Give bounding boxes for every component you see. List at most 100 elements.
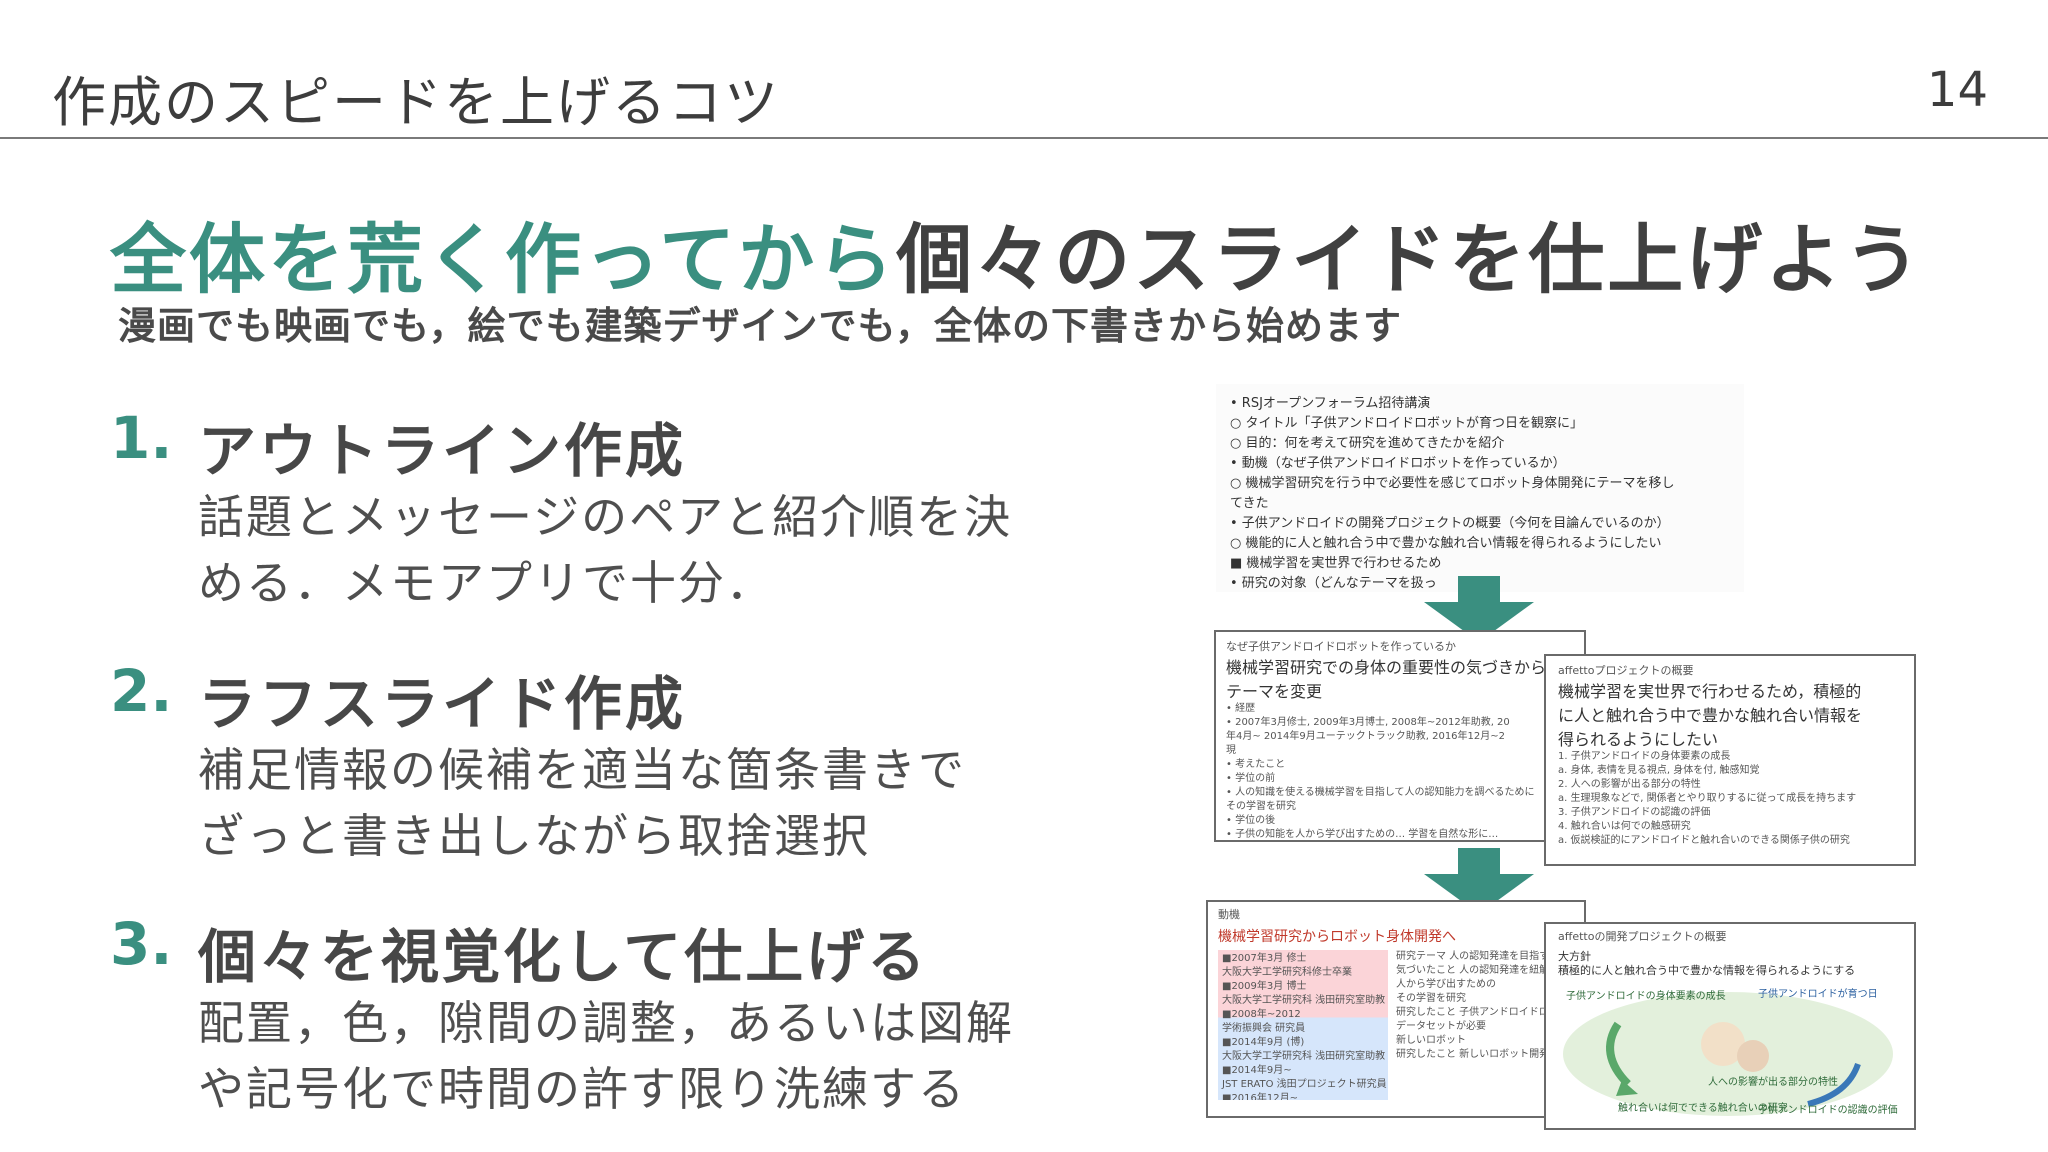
thumb-line: 研究したこと 子供アンドロイドロボット: [1396, 1007, 1566, 1018]
thumb-line: 4. 触れ合いは何での触感研究: [1558, 821, 1691, 832]
step-number: 1.: [110, 404, 173, 472]
outline-lines: • RSJオープンフォーラム招待講演 ○ タイトル「子供アンドロイドロボットが育…: [1216, 384, 1744, 592]
thumb-line: ■2009年3月 博士: [1222, 981, 1307, 992]
thumb-items: • 経歴 • 2007年3月修士, 2009年3月博士, 2008年~2012年…: [1226, 702, 1574, 840]
step-number: 3.: [110, 910, 173, 978]
thumb-title: 機械学習研究からロボット身体開発へ: [1218, 929, 1456, 945]
diagram-graphic: [1563, 992, 1893, 1116]
thumb-line: a. 仮説検証的にアンドロイドと触れ合いのできる関係子供の研究: [1558, 835, 1850, 846]
thumb-line: a. 身体, 表情を見る視点, 身体を付, 触感知覚: [1558, 765, 1760, 776]
thumb-title: 機械学習研究での身体の重要性の気づきから: [1226, 658, 1547, 677]
step-description: 話題とメッセージのペアと紹介順を決 める．メモアプリで十分．: [198, 484, 1098, 616]
thumb-line: ○ 機械学習研究を行う中で必要性を感じてロボット身体開発にテーマを移し: [1230, 476, 1675, 491]
thumb-line: 研究したこと 新しいロボット開発方向性: [1396, 1049, 1566, 1060]
thumb-line: 1. 子供アンドロイドの身体要素の成長: [1558, 751, 1731, 762]
thumb-line: てきた: [1230, 496, 1269, 511]
thumb-line: その学習を研究: [1226, 801, 1296, 812]
thumb-line: • 2007年3月修士, 2009年3月博士, 2008年~2012年助教, 2…: [1226, 717, 1510, 728]
thumb-line: ■2007年3月 修士: [1222, 953, 1307, 964]
arrow-down-icon: [1424, 576, 1534, 642]
header-title: 作成のスピードを上げるコツ: [52, 71, 780, 134]
thumb-title: 大方針: [1558, 950, 1591, 963]
diagram-note: 子供アンドロイドの身体要素の成長: [1566, 991, 1726, 1002]
thumb-line: • RSJオープンフォーラム招待講演: [1230, 396, 1431, 411]
page-number: 14: [1926, 62, 1988, 118]
step-description-line: や記号化で時間の許す限り洗練する: [198, 1062, 966, 1116]
header-divider: [0, 137, 2048, 139]
diagram-note: 子供アンドロイドが育つ日: [1758, 989, 1878, 1000]
thumb-line: • 動機（なぜ子供アンドロイドロボットを作っているか）: [1230, 456, 1566, 471]
thumb-heading: affettoプロジェクトの概要: [1558, 664, 1694, 677]
thumb-heading: なぜ子供アンドロイドロボットを作っているか: [1226, 640, 1457, 653]
thumb-line: 3. 子供アンドロイドの認識の評価: [1558, 807, 1711, 818]
thumb-title: テーマを変更: [1226, 682, 1323, 701]
notes-panel: 研究テーマ 人の認知発達を目指す機械学習気づいたこと 人の認知発達を紐解く鍵 人…: [1396, 950, 1566, 1100]
thumb-line: 大阪大学工学研究科 浅田研究室助教: [1222, 995, 1386, 1006]
thumb-title: 得られるようにしたい: [1558, 730, 1719, 749]
step-description-line: める．メモアプリで十分．: [198, 556, 774, 610]
subheadline: 漫画でも映画でも，絵でも建築デザインでも，全体の下書きから始めます: [118, 304, 1402, 348]
rough-slide-thumbnail-1: なぜ子供アンドロイドロボットを作っているか 機械学習研究での身体の重要性の気づき…: [1214, 630, 1586, 842]
thumb-line: ■2014年9月~: [1222, 1065, 1292, 1076]
thumb-line: 新しいロボット: [1396, 1035, 1466, 1046]
thumb-line: 現: [1226, 745, 1236, 756]
step-title: アウトライン作成: [198, 417, 687, 485]
step-description: 補足情報の候補を適当な箇条書きで ざっと書き出しながら取捨選択: [198, 737, 1098, 869]
thumb-heading: 動機: [1218, 908, 1240, 921]
thumb-items: 1. 子供アンドロイドの身体要素の成長 a. 身体, 表情を見る視点, 身体を付…: [1558, 750, 1902, 848]
thumb-line: ■2016年12月~: [1222, 1093, 1299, 1100]
thumb-line: その学習を研究: [1396, 993, 1466, 1004]
step-description-line: ざっと書き出しながら取捨選択: [198, 809, 870, 863]
arrow-down-icon: [1424, 848, 1534, 914]
thumb-title: 機械学習を実世界で行わせるため，積極的: [1558, 682, 1862, 701]
thumb-line: 人から学び出すための: [1396, 979, 1496, 990]
thumb-line: 年4月~ 2014年9月ユーテックトラック助教, 2016年12月~2: [1226, 731, 1506, 742]
diagram-notes: 子供アンドロイドの身体要素の成長触れ合いは何でできる触れ合いの研究子供アンドロイ…: [1558, 984, 1902, 1124]
thumb-line: ○ 目的：何を考えて研究を進めてきたかを紹介: [1230, 436, 1505, 451]
step-description-line: 話題とメッセージのペアと紹介順を決: [198, 490, 1013, 544]
step-title: 個々を視覚化して仕上げる: [198, 923, 929, 991]
thumb-line: 学術振興会 研究員: [1222, 1023, 1306, 1034]
thumb-line: a. 生理現象などで, 関係者とやり取りするに従って成長を持ちます: [1558, 793, 1857, 804]
thumb-heading: affettoの開発プロジェクトの概要: [1558, 930, 1727, 943]
thumb-line: 2. 人への影響が出る部分の特性: [1558, 779, 1701, 790]
thumb-line: データセットが必要: [1396, 1021, 1486, 1032]
headline-accent: 全体を荒く作ってから: [110, 215, 897, 304]
thumb-line: • 経歴: [1226, 703, 1256, 714]
step-title: ラフスライド作成: [198, 670, 687, 738]
thumb-line: • 学位の前: [1226, 773, 1276, 784]
thumb-line: 大阪大学工学研究科 浅田研究室助教: [1222, 1051, 1386, 1062]
rough-slide-thumbnail-2: affettoプロジェクトの概要 機械学習を実世界で行わせるため，積極的 に人と…: [1544, 654, 1916, 866]
thumb-line: • 人の知識を使える機械学習を目指して人の認知能力を調べるために: [1226, 787, 1535, 798]
diagram-note: 触れ合いは何でできる触れ合いの研究: [1618, 1103, 1788, 1114]
final-slide-thumbnail-1: 動機 機械学習研究からロボット身体開発へ ■2007年3月 修士 大阪大学工学研…: [1206, 900, 1586, 1118]
thumb-title: に人と触れ合う中で豊かな触れ合い情報を: [1558, 706, 1863, 725]
thumb-line: ○ 機能的に人と触れ合う中で豊かな触れ合い情報を得られるようにしたい: [1230, 536, 1662, 551]
step-description-line: 配置，色，隙間の調整，あるいは図解: [198, 996, 1014, 1050]
thumb-line: • 学位の後: [1226, 815, 1276, 826]
thumb-body: ■2007年3月 修士 大阪大学工学研究科修士卒業 ■2009年3月 博士 大阪大…: [1218, 950, 1574, 1100]
thumb-line: 研究テーマ 人の認知発達を目指す機械学習: [1396, 951, 1566, 962]
thumb-line: 大阪大学工学研究科修士卒業: [1222, 967, 1352, 978]
diagram-note: 子供アンドロイドの認識の評価: [1758, 1105, 1898, 1116]
outline-thumbnail: • RSJオープンフォーラム招待講演 ○ タイトル「子供アンドロイドロボットが育…: [1216, 384, 1744, 592]
thumb-line: ○ タイトル「子供アンドロイドロボットが育つ日を観察に」: [1230, 416, 1583, 431]
thumb-line: • 考えたこと: [1226, 759, 1286, 770]
thumb-line: • 研究の対象（どんなテーマを扱っ: [1230, 576, 1437, 591]
thumb-line: • 子供アンドロイドの開発プロジェクトの概要（今何を目論んでいるのか）: [1230, 516, 1670, 531]
step-description: 配置，色，隙間の調整，あるいは図解 や記号化で時間の許す限り洗練する: [198, 990, 1098, 1122]
thumb-line: ■ 機械学習を実世界で行わせるため: [1230, 556, 1442, 571]
step-description-line: 補足情報の候補を適当な箇条書きで: [198, 743, 966, 797]
thumb-line: 気づいたこと 人の認知発達を紐解く鍵: [1396, 965, 1566, 976]
timeline-panel: ■2007年3月 修士 大阪大学工学研究科修士卒業 ■2009年3月 博士 大阪大…: [1218, 950, 1388, 1100]
headline: 全体を荒く作ってから個々のスライドを仕上げよう: [110, 198, 1923, 308]
step-number: 2.: [110, 657, 173, 725]
thumb-subtitle: 積極的に人と触れ合う中で豊かな情報を得られるようにする: [1558, 964, 1856, 977]
diagram-note: 人への影響が出る部分の特性: [1708, 1077, 1838, 1088]
final-slide-thumbnail-2: affettoの開発プロジェクトの概要 大方針 積極的に人と触れ合う中で豊かな情…: [1544, 922, 1916, 1130]
diagram: 子供アンドロイドの身体要素の成長触れ合いは何でできる触れ合いの研究子供アンドロイ…: [1558, 984, 1902, 1124]
thumb-line: • 子供の知能を人から学び出すための… 学習を自然な形に…: [1226, 829, 1499, 840]
thumb-line: ■2014年9月 (博): [1222, 1037, 1305, 1048]
thumb-line: ■2008年~2012: [1222, 1009, 1301, 1020]
thumb-line: JST ERATO 浅田プロジェクト研究員: [1222, 1079, 1387, 1090]
